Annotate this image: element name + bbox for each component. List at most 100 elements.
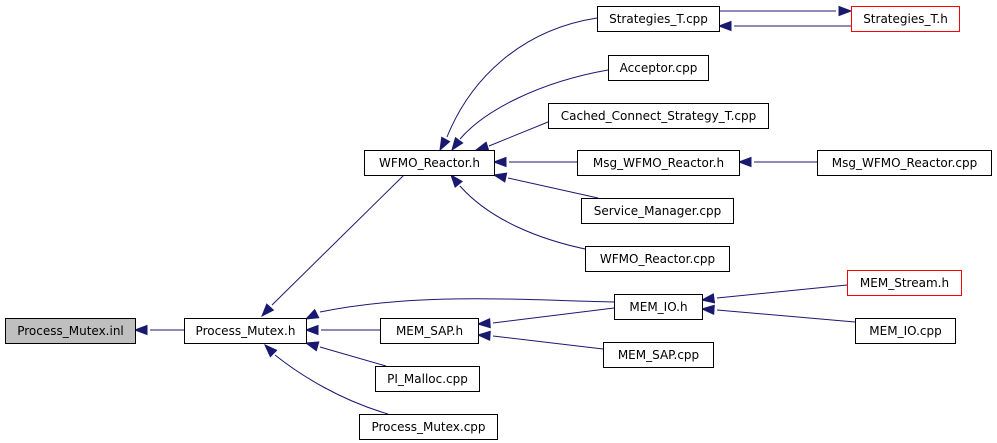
node-process-mutex-cpp[interactable]: Process_Mutex.cpp: [359, 414, 498, 440]
node-box: [380, 318, 479, 344]
node-box: [603, 342, 714, 368]
node-mem-io-cpp[interactable]: MEM_IO.cpp: [855, 318, 956, 344]
edge-arrowhead: [737, 156, 752, 168]
edge-line: [492, 307, 615, 324]
node-label: MEM_SAP.h: [396, 324, 463, 338]
edge-line: [319, 346, 387, 367]
node-label: WFMO_Reactor.cpp: [600, 252, 715, 266]
edge-mem-sap-h-to-process-mutex-h: [304, 324, 380, 336]
node-box: [581, 198, 734, 224]
edge-pi-malloc-cpp-to-process-mutex-h: [304, 341, 387, 367]
edge-arrowhead: [476, 317, 491, 329]
node-box: [608, 55, 709, 81]
edge-arrowhead: [263, 343, 278, 358]
node-label: Process_Mutex.cpp: [371, 420, 485, 434]
edge-msg-wfmo-reactor-cpp-to-msg-wfmo-reactor-h: [737, 156, 817, 168]
edge-line: [446, 17, 598, 138]
edge-mem-io-cpp-to-mem-io-h: [700, 304, 856, 323]
node-wfmo-reactor-h[interactable]: WFMO_Reactor.h: [364, 150, 495, 176]
node-process-mutex-h[interactable]: Process_Mutex.h: [184, 318, 307, 344]
edge-arrowhead: [304, 341, 320, 352]
edge-arrowhead: [700, 304, 715, 316]
dependency-edges: [133, 5, 856, 415]
edge-arrowhead: [476, 330, 491, 342]
edge-cached-connect-strategy-t-cpp-to-wfmo-reactor-h: [474, 121, 549, 152]
node-label: Cached_Connect_Strategy_T.cpp: [561, 109, 757, 123]
edge-arrowhead: [700, 293, 716, 304]
edge-line: [271, 174, 405, 306]
edge-strategies-t-h-to-strategies-t-cpp: [717, 20, 851, 32]
node-pi-malloc-cpp[interactable]: PI_Malloc.cpp: [375, 366, 480, 392]
node-box: [359, 414, 498, 440]
edge-arrowhead: [304, 308, 320, 320]
node-box: [855, 318, 956, 344]
node-label: MEM_IO.h: [629, 300, 687, 314]
node-strategies-t-h[interactable]: Strategies_T.h: [851, 6, 960, 32]
edge-process-mutex-h-to-process-mutex-inl: [133, 324, 184, 336]
edge-service-manager-cpp-to-wfmo-reactor-h: [492, 172, 599, 199]
edge-arrowhead: [492, 172, 508, 183]
edge-arrowhead: [474, 141, 490, 152]
node-box: [5, 318, 136, 344]
edge-mem-io-h-to-mem-sap-h: [476, 307, 615, 329]
node-box: [817, 150, 992, 176]
node-box: [851, 6, 960, 32]
node-label: Strategies_T.cpp: [609, 12, 708, 26]
node-process-mutex-inl: Process_Mutex.inl: [5, 318, 136, 344]
node-label: MEM_SAP.cpp: [618, 348, 699, 362]
node-service-manager-cpp[interactable]: Service_Manager.cpp: [581, 198, 734, 224]
node-label: Service_Manager.cpp: [594, 204, 722, 218]
edge-line: [492, 335, 604, 350]
node-label: Process_Mutex.inl: [17, 324, 124, 338]
node-box: [375, 366, 480, 392]
node-cached-connect-strategy-t-cpp[interactable]: Cached_Connect_Strategy_T.cpp: [548, 103, 769, 129]
edge-line: [459, 69, 609, 140]
edge-mem-stream-h-to-mem-io-h: [700, 284, 848, 304]
node-label: Msg_WFMO_Reactor.h: [593, 156, 724, 170]
node-label: MEM_Stream.h: [860, 276, 949, 290]
edge-arrowhead: [133, 324, 148, 336]
edge-line: [459, 185, 591, 251]
node-label: Acceptor.cpp: [620, 61, 698, 75]
node-label: Strategies_T.h: [863, 12, 948, 26]
node-mem-io-h[interactable]: MEM_IO.h: [614, 294, 703, 320]
node-msg-wfmo-reactor-h[interactable]: Msg_WFMO_Reactor.h: [577, 150, 740, 176]
edge-process-mutex-cpp-to-process-mutex-h: [263, 343, 389, 415]
node-box: [614, 294, 703, 320]
edge-line: [274, 354, 389, 415]
node-wfmo-reactor-cpp[interactable]: WFMO_Reactor.cpp: [585, 246, 730, 272]
edge-arrowhead: [492, 156, 507, 168]
edge-arrowhead: [261, 303, 275, 318]
node-box: [577, 150, 740, 176]
node-acceptor-cpp[interactable]: Acceptor.cpp: [608, 55, 709, 81]
edge-mem-sap-cpp-to-mem-sap-h: [476, 330, 604, 350]
edge-line: [488, 121, 549, 147]
node-box: [548, 103, 769, 129]
node-box: [364, 150, 495, 176]
edge-arrowhead: [838, 5, 853, 17]
node-mem-sap-h[interactable]: MEM_SAP.h: [380, 318, 479, 344]
edge-strategies-t-cpp-to-wfmo-reactor-h: [439, 17, 598, 152]
edge-line: [716, 309, 856, 323]
file-nodes: Process_Mutex.inl Process_Mutex.h WFMO_Rea…: [5, 6, 992, 440]
edge-line: [716, 284, 848, 299]
edge-acceptor-cpp-to-wfmo-reactor-h: [451, 69, 609, 152]
edge-arrowhead: [439, 136, 451, 152]
edge-line: [507, 177, 599, 199]
node-mem-sap-cpp[interactable]: MEM_SAP.cpp: [603, 342, 714, 368]
edge-arrowhead: [304, 324, 319, 336]
node-label: Process_Mutex.h: [196, 324, 296, 338]
edge-arrowhead: [717, 20, 732, 32]
node-label: MEM_IO.cpp: [869, 324, 941, 338]
node-box: [847, 270, 962, 296]
node-msg-wfmo-reactor-cpp[interactable]: Msg_WFMO_Reactor.cpp: [817, 150, 992, 176]
edge-mem-io-h-to-process-mutex-h: [304, 298, 615, 320]
edge-msg-wfmo-reactor-h-to-wfmo-reactor-h: [492, 156, 577, 168]
edge-arrowhead: [450, 173, 463, 188]
edge-line: [319, 298, 615, 313]
node-label: PI_Malloc.cpp: [387, 372, 468, 386]
node-mem-stream-h[interactable]: MEM_Stream.h: [847, 270, 962, 296]
node-box: [597, 6, 720, 32]
node-strategies-t-cpp[interactable]: Strategies_T.cpp: [597, 6, 720, 32]
